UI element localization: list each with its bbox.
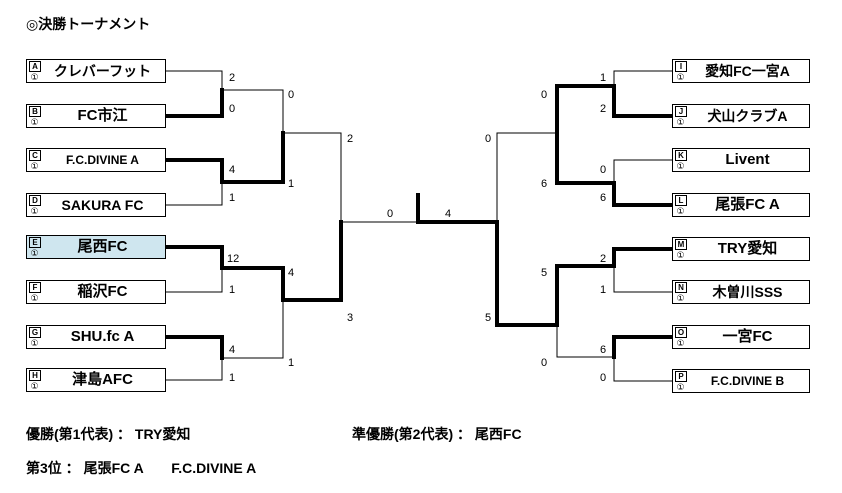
result-champion: 優勝(第1代表) ： TRY愛知 bbox=[26, 426, 191, 442]
result-runner-up: 準優勝(第2代表) ： 尾西FC bbox=[352, 426, 522, 442]
score-label: 0 bbox=[541, 89, 548, 101]
team-name: F.C.DIVINE B bbox=[710, 374, 785, 388]
score-label: 12 bbox=[227, 253, 240, 265]
team-name: 木曽川SSS bbox=[712, 284, 783, 300]
score-label: 6 bbox=[541, 178, 548, 190]
score-label: 1 bbox=[229, 192, 236, 204]
score-label: 2 bbox=[600, 103, 607, 115]
score-label: 0 bbox=[600, 164, 607, 176]
team-name: Livent bbox=[725, 151, 770, 168]
score-label: 1 bbox=[229, 372, 236, 384]
score-label: 0 bbox=[288, 89, 295, 101]
score-label: 4 bbox=[229, 164, 236, 176]
score-label: 1 bbox=[600, 284, 607, 296]
team-name: 津島AFC bbox=[72, 371, 133, 388]
team-name: 犬山クラブA bbox=[707, 108, 788, 124]
score-label: 2 bbox=[600, 253, 607, 265]
score-label: 0 bbox=[600, 372, 607, 384]
score-label: 1 bbox=[229, 284, 236, 296]
team-name: 一宮FC bbox=[722, 328, 773, 345]
team-name: TRY愛知 bbox=[717, 240, 778, 257]
team-name: SAKURA FC bbox=[61, 197, 144, 213]
score-label: 5 bbox=[485, 312, 492, 324]
score-label: 3 bbox=[347, 312, 354, 324]
team-name: 愛知FC一宮A bbox=[705, 63, 790, 79]
score-label: 0 bbox=[229, 103, 236, 115]
team-name: F.C.DIVINE A bbox=[66, 153, 139, 167]
team-name: クレバーフット bbox=[53, 63, 152, 79]
score-label: 0 bbox=[387, 208, 394, 220]
result-third-place: 第3位 ： 尾張FC A F.C.DIVINE A bbox=[26, 460, 257, 476]
team-name: 稲沢FC bbox=[77, 283, 128, 300]
score-label: 5 bbox=[541, 267, 548, 279]
score-label: 2 bbox=[347, 133, 354, 145]
score-label: 0 bbox=[541, 357, 548, 369]
team-name: SHU.fc A bbox=[70, 328, 135, 345]
team-name: 尾張FC A bbox=[715, 196, 780, 213]
score-label: 4 bbox=[229, 344, 236, 356]
score-label: 1 bbox=[600, 72, 607, 84]
score-label: 6 bbox=[600, 344, 607, 356]
team-name: FC市江 bbox=[77, 107, 128, 124]
team-name: 尾西FC bbox=[77, 238, 128, 255]
score-label: 4 bbox=[288, 267, 295, 279]
page-title: ◎決勝トーナメント bbox=[26, 16, 151, 32]
score-label: 2 bbox=[229, 72, 236, 84]
score-label: 6 bbox=[600, 192, 607, 204]
score-label: 4 bbox=[445, 208, 452, 220]
score-label: 0 bbox=[485, 133, 492, 145]
score-label: 1 bbox=[288, 178, 295, 190]
score-label: 1 bbox=[288, 357, 295, 369]
